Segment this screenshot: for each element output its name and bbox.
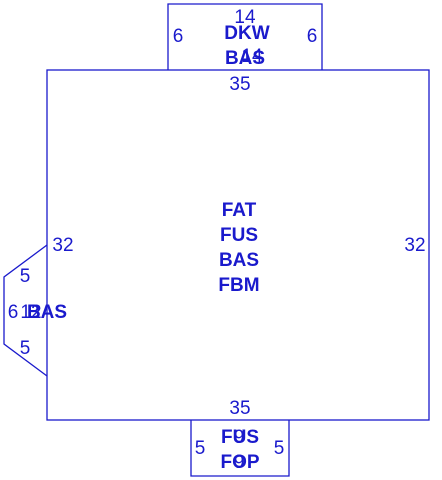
top-dim-left: 6 <box>173 26 184 47</box>
bottom-section-outline <box>190 420 290 477</box>
left-bay-label: BAS <box>27 302 67 323</box>
main-dim-left: 32 <box>52 235 73 256</box>
bay-dim-lower: 5 <box>20 338 31 359</box>
top-section-label-1: DKW <box>224 23 269 44</box>
main-area-label-3: BAS <box>219 250 259 271</box>
bay-dim-upper: 5 <box>20 266 31 287</box>
main-dim-right: 32 <box>404 235 425 256</box>
main-area-label-1: FAT <box>222 200 257 221</box>
bay-dim-side-a: 6 <box>8 302 19 323</box>
main-area-label-2: FUS <box>220 225 258 246</box>
bottom-dim-right: 5 <box>274 438 285 459</box>
top-dim-right: 6 <box>307 26 318 47</box>
top-section-outline <box>167 3 323 70</box>
bottom-section-label-2: FOP <box>220 452 259 473</box>
top-section-label-2: BAS <box>225 48 265 69</box>
bottom-dim-inner-a: 9 <box>234 427 245 448</box>
main-area-label-4: FBM <box>218 275 259 296</box>
top-dim-inner: 14 <box>241 46 263 67</box>
main-dim-bottom: 35 <box>229 398 250 419</box>
bay-dim-side-b: 12 <box>20 302 41 323</box>
top-dim-top: 14 <box>234 7 256 28</box>
left-bay-outline <box>3 244 48 377</box>
main-dim-top: 35 <box>229 74 250 95</box>
bottom-dim-left: 5 <box>195 438 206 459</box>
bottom-section-label-1: FUS <box>221 427 259 448</box>
bottom-dim-inner-b: 9 <box>234 452 245 473</box>
